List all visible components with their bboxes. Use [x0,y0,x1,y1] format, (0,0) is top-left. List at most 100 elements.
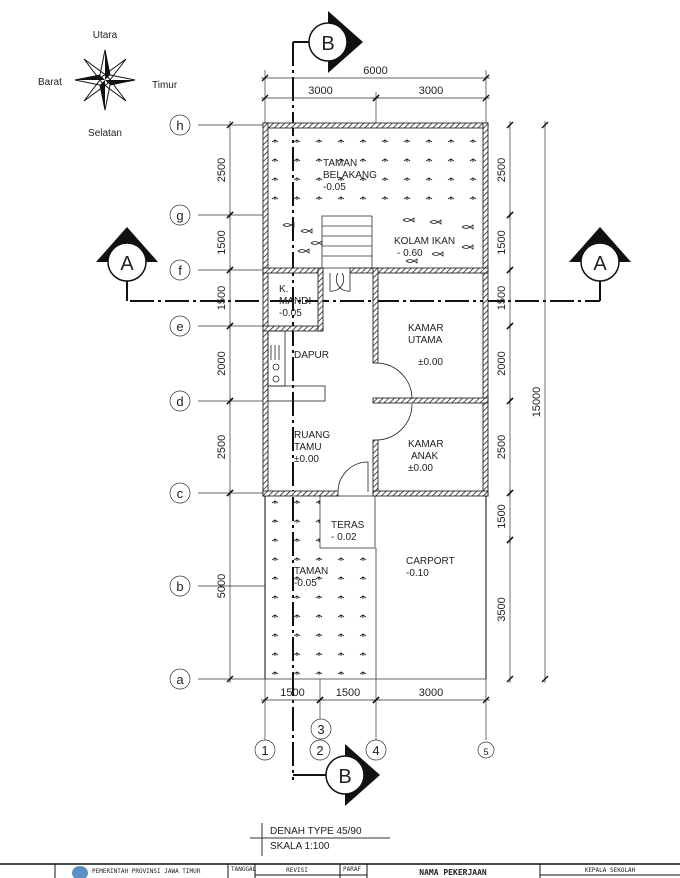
fish-icon [431,251,444,257]
grid-label-c: c [177,486,184,501]
compass-west: Barat [38,77,62,88]
fish-icon [429,219,442,225]
section-marker-a-right: A [569,227,631,301]
grid-bubble-1 [254,739,276,761]
dim-bottom: 3000 [419,687,443,699]
room-label-line: -0.10 [406,568,429,579]
fish-icon [461,224,474,230]
grid-label-b: b [176,579,183,594]
fish-icon [405,258,418,264]
room-label-line: - 0.02 [331,532,357,543]
dim-left: 5000 [216,574,228,598]
grid-label-a: a [176,672,184,687]
revision-label: REVISI [286,867,308,874]
room-dapur: DAPUR [294,350,329,361]
grid-bubble-h [169,114,191,136]
grid-bubble-4 [365,739,387,761]
dim-right: 3500 [496,597,508,621]
room-label-line: TAMAN [323,158,357,169]
grid-bubble-2 [309,739,331,761]
grid-label-4: 4 [372,743,379,758]
room-label-line: ±0.00 [408,463,433,474]
dim-top: 3000 [308,85,332,97]
fish-icon [461,244,474,250]
walls [262,122,489,497]
stairs [321,215,373,269]
room-teras: TERAS- 0.02 [331,520,365,543]
room-label-line: -0.05 [279,308,302,319]
dim-left: 2500 [216,435,228,459]
section-label-a: A [593,253,607,275]
compass-east: Timur [152,80,178,91]
section-label-b: B [321,33,334,55]
room-label-line: ANAK [411,451,439,462]
room-kolam-ikan: KOLAM IKAN- 0.60 [394,236,455,259]
principal-label: KEPALA SEKOLAH [585,867,636,874]
kitchen-counter [267,330,326,402]
terrace [319,495,376,549]
room-k-mandi: K.MANDI-0.05 [279,284,311,319]
room-label-line: ±0.00 [294,454,319,465]
room-carport: CARPORT-0.10 [406,556,455,579]
fish-icon [310,240,323,246]
dim-top-total: 6000 [363,65,387,77]
grid-bubble-5 [477,741,495,759]
grid-bubble-a [169,668,191,690]
dim-right: 2500 [496,158,508,182]
grid-bubble-3 [310,718,332,740]
room-label-line: KAMAR [408,439,444,450]
room-label-line: TAMU [294,442,322,453]
fish-pond-symbols [282,217,474,264]
dim-left: 2500 [216,158,228,182]
fish-icon [402,217,415,223]
drawing-caption: DENAH TYPE 45/90 SKALA 1:100 [250,823,390,856]
dim-right: 1500 [496,230,508,254]
garden-back-hatch [268,128,483,215]
fish-icon [297,248,310,254]
compass-north: Utara [93,30,118,41]
grid-bubble-f [169,259,191,281]
compass-rose: Utara Selatan Barat Timur [38,30,178,139]
dim-right-total: 15000 [531,387,543,418]
room-label-line: K. [279,284,288,295]
grid-label-1: 1 [261,743,268,758]
room-label-line: RUANG [294,430,330,441]
grid-label-f: f [178,263,182,278]
date-label: TANGGAL [231,866,257,873]
initials-label: PARAF [343,866,361,873]
caption-scale: SKALA 1:100 [270,841,330,852]
grid-label-d: d [176,394,183,409]
room-label-line: UTAMA [408,335,443,346]
room-label-line: -0.05 [294,578,317,589]
grid-label-5: 5 [483,747,488,757]
section-marker-b-top: B [293,11,363,73]
grid-label-e: e [176,319,183,334]
room-label-line: KOLAM IKAN [394,236,455,247]
grid-bubble-c [169,482,191,504]
caption-title: DENAH TYPE 45/90 [270,826,362,837]
section-label-a: A [120,253,134,275]
room-label-line: ±0.00 [418,357,443,368]
room-label-line: MANDI [279,296,311,307]
fish-icon [300,228,313,234]
grid-label-h: h [176,118,183,133]
dim-top: 3000 [419,85,443,97]
doors [329,272,413,493]
room-label-line: TERAS [331,520,365,531]
room-taman: TAMAN-0.05 [294,566,328,589]
section-marker-a-left: A [96,227,158,301]
fish-icon [282,222,295,228]
project-name-label: NAMA PEKERJAAN [419,868,487,877]
dim-right: 1500 [496,504,508,528]
agency-name: PEMERINTAH PROVINSI JAWA TIMUR [92,868,201,875]
grid-bubble-b [169,575,191,597]
grid-bubble-d [169,390,191,412]
section-marker-b-bottom: B [293,744,380,806]
room-label-line: KAMAR [408,323,444,334]
grid-label-g: g [176,208,183,223]
